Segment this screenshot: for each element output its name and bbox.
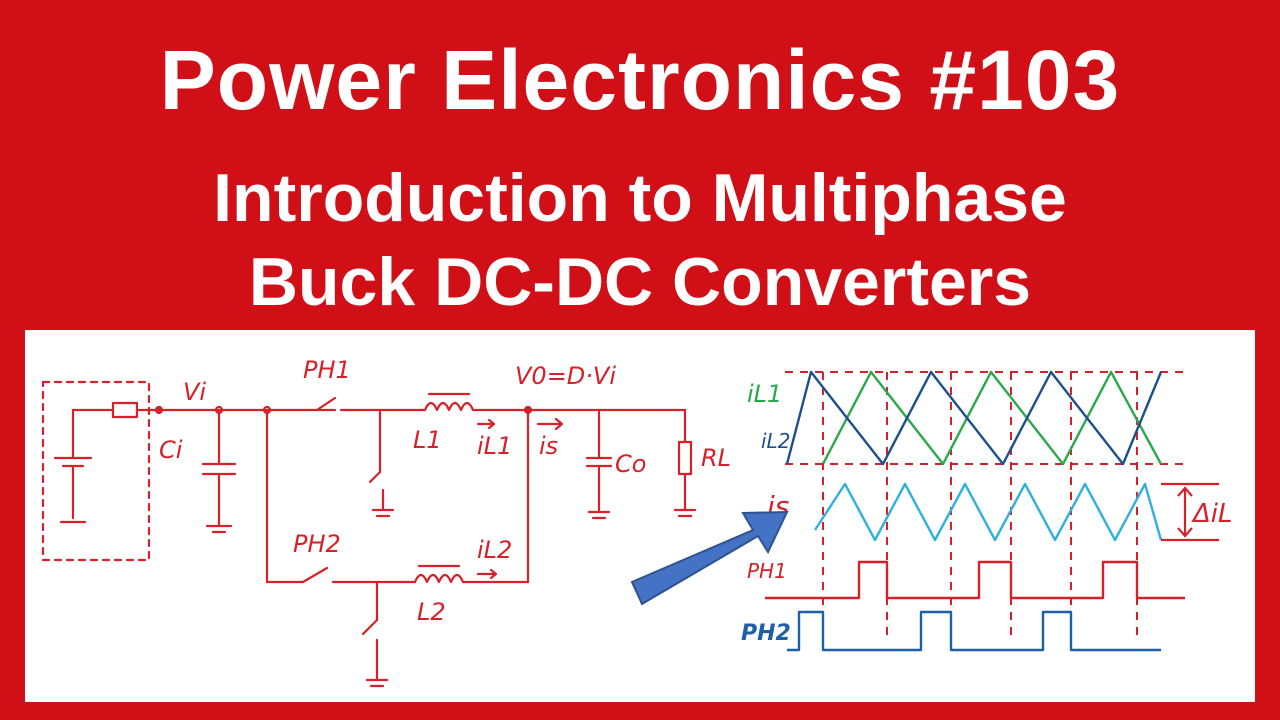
label-l1: L1 — [413, 426, 442, 454]
il2-waveform — [785, 370, 1163, 466]
waveform-traces — [765, 370, 1185, 652]
label-vo-equation: V0=D·Vi — [515, 362, 616, 390]
ph1-ls-blade — [368, 470, 382, 484]
delta-il-bracket — [1161, 482, 1219, 542]
is-waveform — [813, 482, 1163, 542]
label-ph1: PH1 — [303, 356, 351, 384]
label-co: Co — [615, 450, 646, 478]
load-resistor — [677, 440, 693, 476]
wave-label-delta-il: ΔiL — [1191, 499, 1233, 529]
schematic — [41, 380, 697, 688]
wave-label-ph2: PH2 — [741, 621, 791, 646]
wave-label-il1: iL1 — [747, 380, 782, 408]
waveform-labels: iL1 iL2 is ΔiL PH1 PH2 — [741, 380, 1233, 646]
delta-arrow-up — [1177, 486, 1193, 497]
source-resistor — [111, 401, 139, 419]
diagram-panel: Vi Ci PH1 PH2 L1 L2 iL1 iL2 is V0=D·Vi C… — [25, 330, 1255, 702]
waveform-guides — [785, 371, 1185, 642]
delta-arrow-down — [1177, 527, 1193, 538]
title-line-1: Power Electronics #103 — [159, 33, 1121, 127]
pointer-arrow-shape — [630, 510, 789, 606]
ph2-waveform — [787, 610, 1161, 652]
title-line-3: Buck DC-DC Converters — [248, 244, 1032, 320]
label-rl: RL — [701, 444, 731, 472]
node-input — [154, 405, 164, 415]
wave-label-ph1: PH1 — [747, 559, 787, 583]
source-box — [41, 380, 151, 562]
is-arrow — [536, 417, 564, 431]
diagram-canvas: Vi Ci PH1 PH2 L1 L2 iL1 iL2 is V0=D·Vi C… — [41, 356, 1233, 688]
schematic-labels: Vi Ci PH1 PH2 L1 L2 iL1 iL2 is V0=D·Vi C… — [159, 356, 731, 626]
label-il2: iL2 — [477, 536, 512, 564]
il2-arrow — [476, 568, 498, 580]
label-l2: L2 — [417, 598, 446, 626]
wave-label-il2: iL2 — [761, 429, 790, 453]
ph2-ls-blade — [361, 618, 379, 636]
label-is: is — [539, 432, 558, 460]
label-il1: iL1 — [477, 432, 512, 460]
label-vi: Vi — [183, 378, 206, 406]
pointer-arrow — [630, 510, 789, 606]
ph1-switch-blade — [315, 396, 337, 412]
inductor-l1 — [423, 401, 475, 412]
label-ph2: PH2 — [293, 530, 341, 558]
il1-waveform — [821, 370, 1163, 466]
inductor-l2 — [413, 573, 465, 584]
ph1-waveform — [765, 560, 1185, 600]
ph2-switch-blade — [301, 566, 329, 584]
title-line-2: Introduction to Multiphase — [213, 160, 1067, 236]
il1-arrow — [476, 418, 496, 430]
label-ci: Ci — [159, 436, 183, 464]
